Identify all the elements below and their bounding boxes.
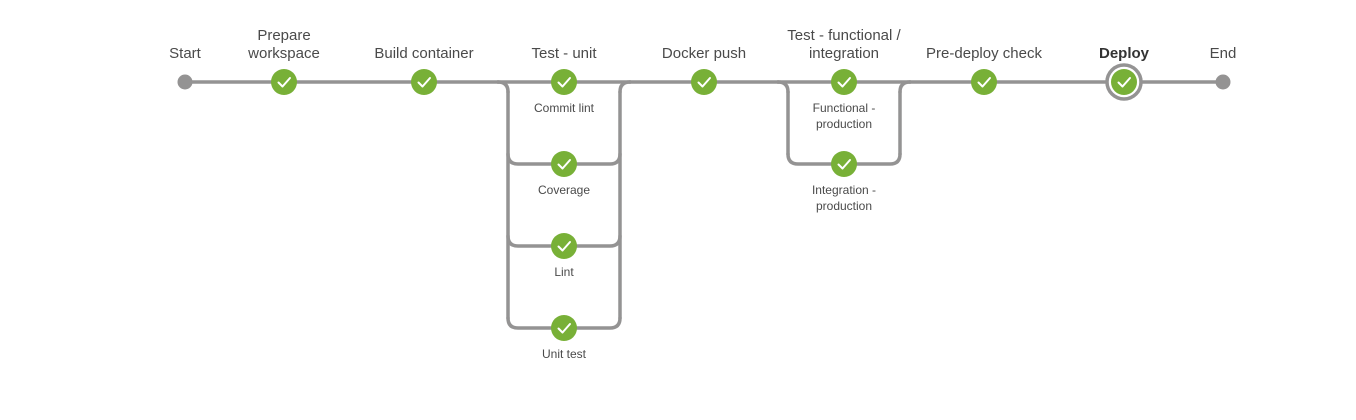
stage-label-test-functional-integration[interactable]: Test - functional /integration [787, 27, 901, 62]
branch-label-test-unit-1: Coverage [538, 183, 590, 197]
status-circle [551, 69, 577, 95]
status-circle [1111, 69, 1137, 95]
stage-label-test-functional-integration-line: Test - functional / [787, 27, 901, 44]
branch-label-test-unit-3-line: Unit test [542, 347, 587, 361]
check-icon [837, 159, 851, 170]
stage-node-deploy[interactable] [1105, 63, 1143, 101]
status-circle [411, 69, 437, 95]
check-icon [1117, 77, 1131, 88]
branch-node-test-unit-2[interactable] [551, 233, 577, 259]
start-label-line: Start [169, 45, 202, 62]
stage-label-test-unit-line: Test - unit [531, 45, 597, 62]
end-node [1215, 74, 1231, 90]
start-label: Start [169, 45, 202, 62]
branch-out-curve [618, 80, 632, 94]
check-icon [837, 77, 851, 88]
check-icon [417, 77, 431, 88]
start-node [177, 74, 193, 90]
stage-node-prepare-workspace[interactable] [271, 69, 297, 95]
branch-label-test-unit-2-line: Lint [554, 265, 574, 279]
check-icon [697, 77, 711, 88]
branch-label-test-functional-integration-1-line: Integration - [812, 183, 876, 197]
branch-node-test-unit-3[interactable] [551, 315, 577, 341]
check-icon [557, 323, 571, 334]
check-icon [557, 241, 571, 252]
status-circle [831, 151, 857, 177]
stage-label-pre-deploy-check[interactable]: Pre-deploy check [926, 45, 1042, 62]
stage-label-pre-deploy-check-line: Pre-deploy check [926, 45, 1042, 62]
stage-label-docker-push-line: Docker push [662, 45, 746, 62]
stage-label-test-functional-integration-line: integration [809, 45, 879, 62]
pipeline-nodes [177, 63, 1231, 341]
end-label: End [1210, 45, 1237, 62]
status-circle [691, 69, 717, 95]
branch-label-test-functional-integration-0-line: production [816, 117, 872, 131]
stage-label-deploy-line: Deploy [1099, 45, 1150, 62]
branch-label-test-unit-1-line: Coverage [538, 183, 590, 197]
branch-label-test-unit-0-line: Commit lint [534, 101, 595, 115]
check-icon [557, 77, 571, 88]
stage-node-build-container[interactable] [411, 69, 437, 95]
branch-node-test-functional-integration-0[interactable] [831, 69, 857, 95]
branch-label-test-functional-integration-0-line: Functional - [813, 101, 876, 115]
branch-label-test-unit-0: Commit lint [534, 101, 595, 115]
branch-node-test-functional-integration-1[interactable] [831, 151, 857, 177]
stage-label-deploy[interactable]: Deploy [1099, 45, 1150, 62]
branch-label-test-unit-2: Lint [554, 265, 574, 279]
stage-node-docker-push[interactable] [691, 69, 717, 95]
status-circle [551, 233, 577, 259]
pipeline-connectors [183, 80, 1225, 330]
branch-node-test-unit-0[interactable] [551, 69, 577, 95]
stage-label-docker-push[interactable]: Docker push [662, 45, 746, 62]
stage-label-build-container-line: Build container [374, 45, 473, 62]
branch-out-curve [898, 80, 912, 94]
branch-label-test-unit-3: Unit test [542, 347, 587, 361]
end-label-line: End [1210, 45, 1237, 62]
stage-label-build-container[interactable]: Build container [374, 45, 473, 62]
stage-label-prepare-workspace-line: workspace [247, 45, 320, 62]
check-icon [277, 77, 291, 88]
stage-node-pre-deploy-check[interactable] [971, 69, 997, 95]
status-circle [551, 151, 577, 177]
branch-label-test-functional-integration-1: Integration - production [812, 183, 876, 213]
stage-label-test-unit[interactable]: Test - unit [531, 45, 597, 62]
status-circle [551, 315, 577, 341]
branch-label-test-functional-integration-0: Functional - production [813, 101, 876, 131]
stage-label-prepare-workspace-line: Prepare [257, 27, 310, 44]
check-icon [557, 159, 571, 170]
branch-label-test-functional-integration-1-line: production [816, 199, 872, 213]
branch-node-test-unit-1[interactable] [551, 151, 577, 177]
status-circle [831, 69, 857, 95]
status-circle [971, 69, 997, 95]
status-circle [271, 69, 297, 95]
check-icon [977, 77, 991, 88]
